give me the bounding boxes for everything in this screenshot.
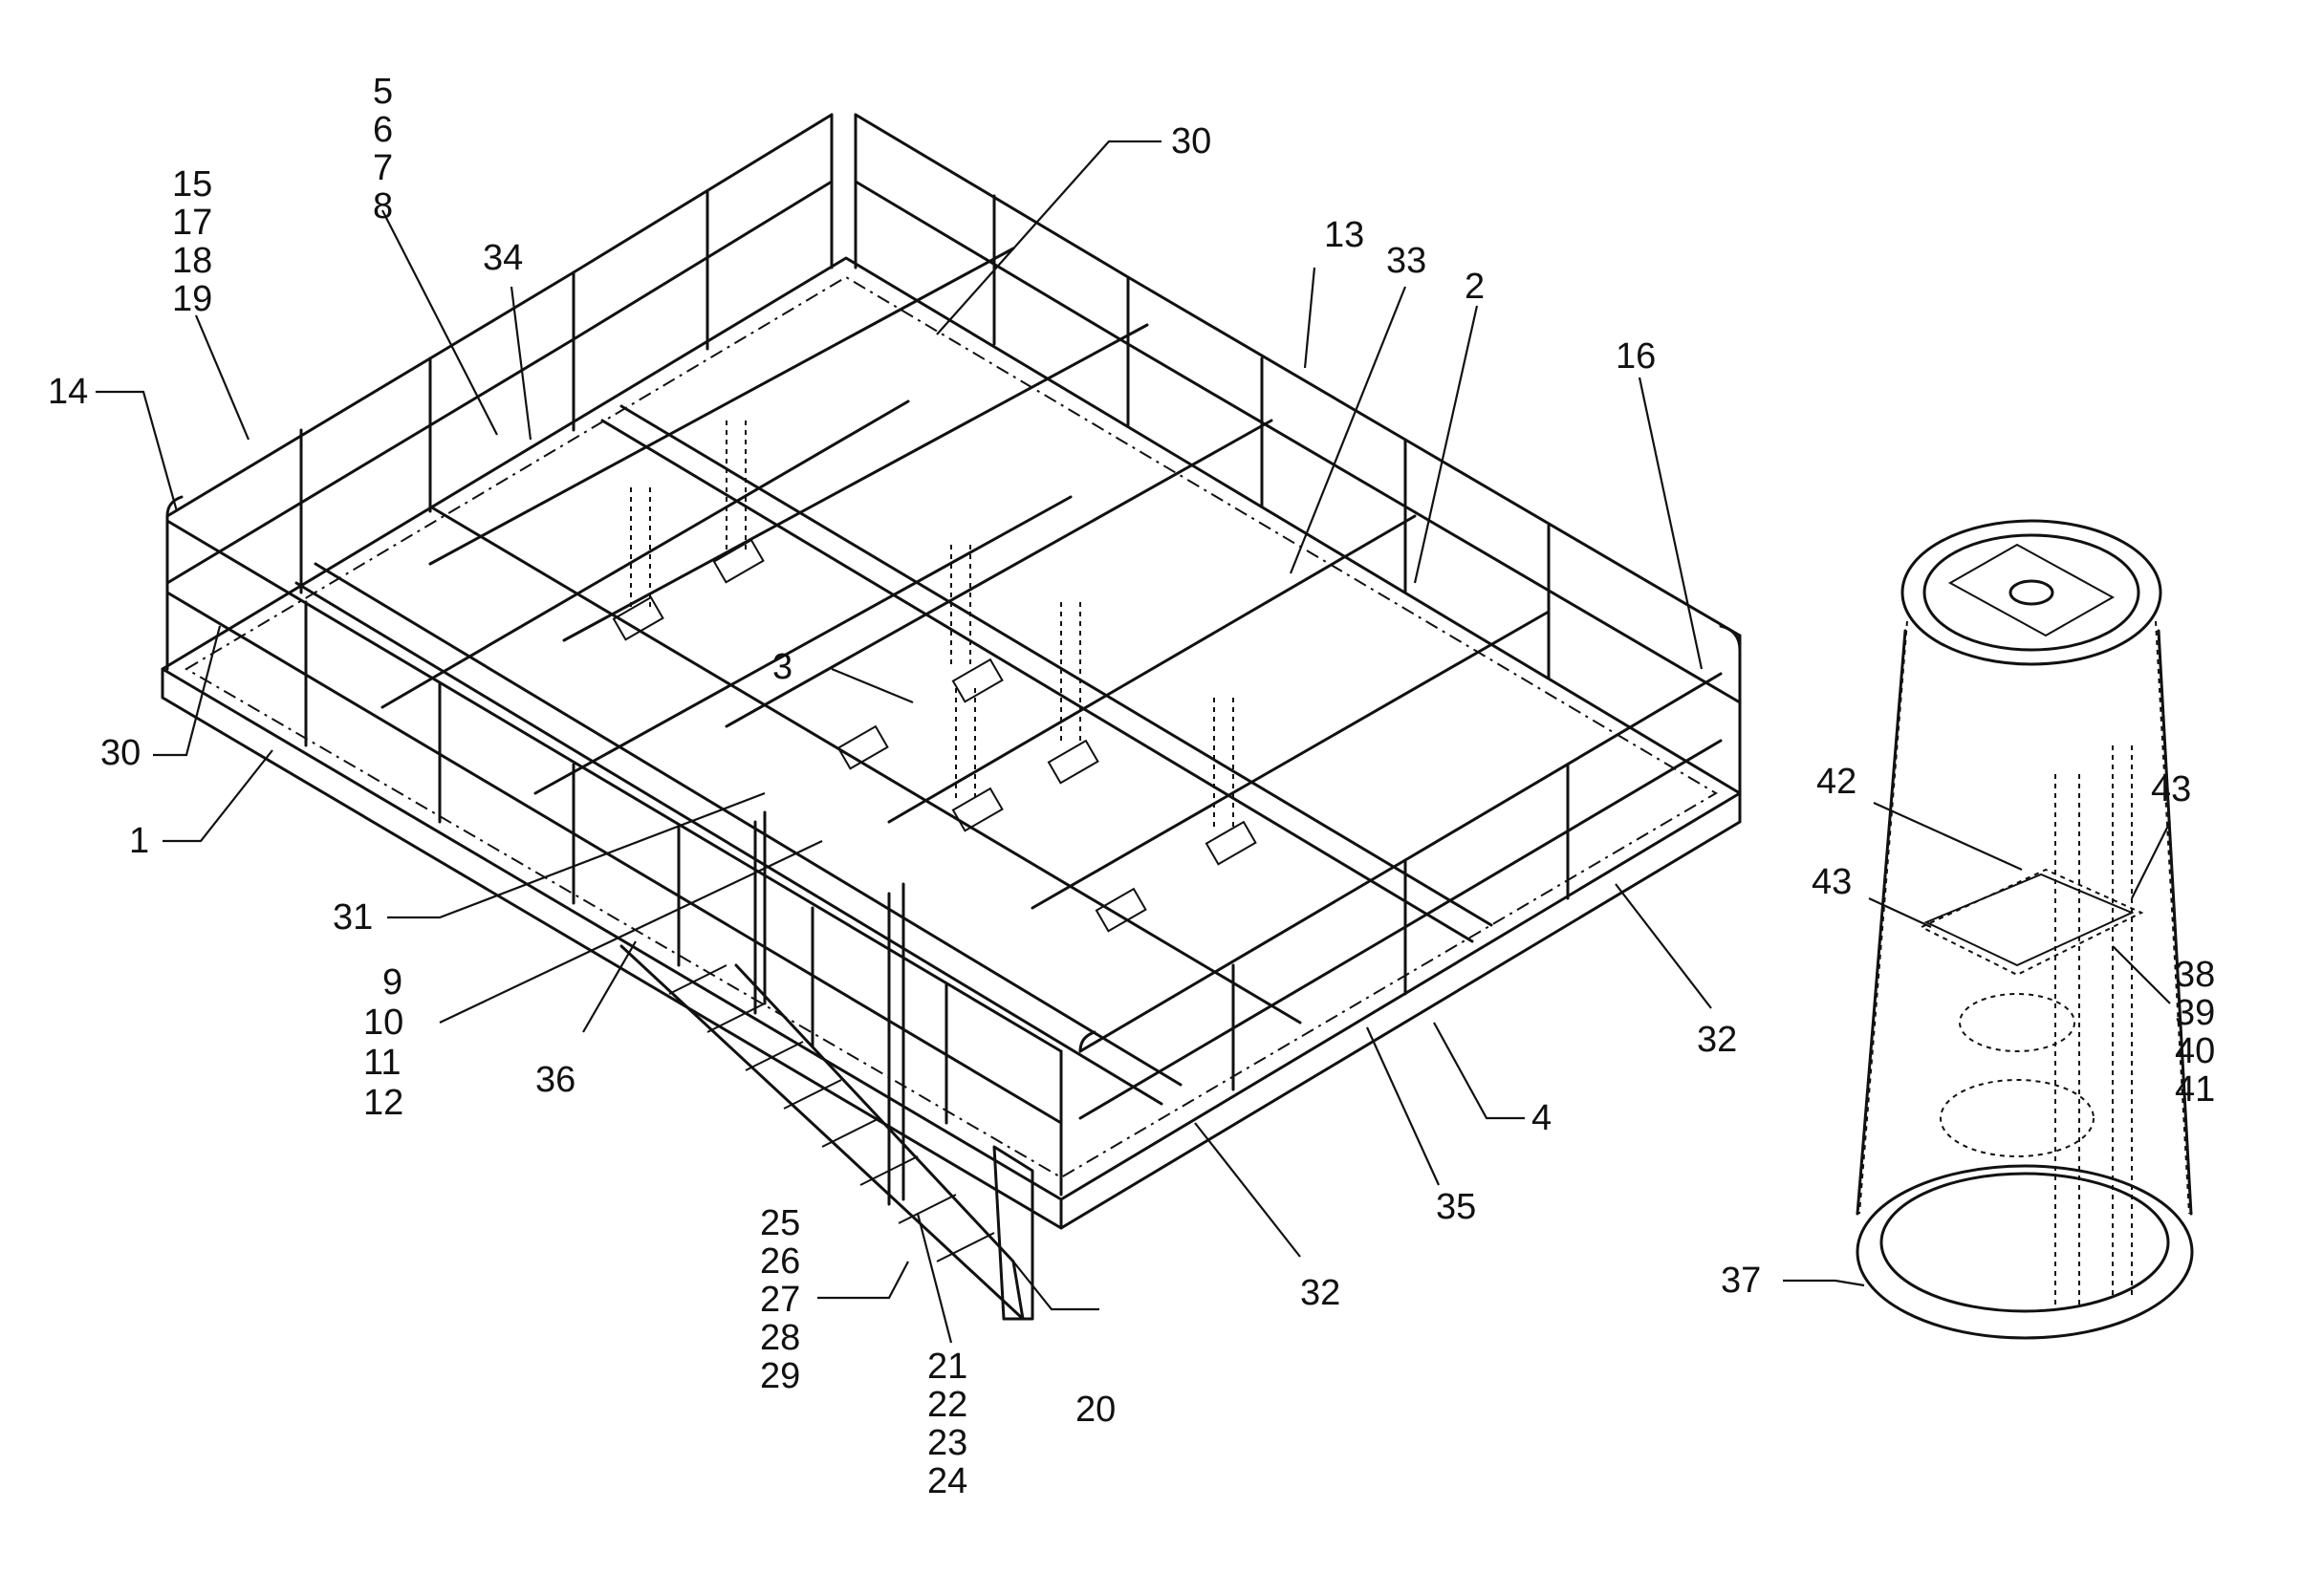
- platform-assembly: [161, 113, 1742, 1321]
- callout-43-right: 43: [2151, 769, 2191, 809]
- tower-top-flange: [1900, 519, 2162, 666]
- callout-30-left: 30: [100, 733, 141, 773]
- callout-16: 16: [1616, 336, 1656, 377]
- callout-37: 37: [1721, 1261, 1761, 1301]
- callout-21-22-23-24: 21 22 23 24: [927, 1347, 978, 1501]
- callout-35: 35: [1436, 1187, 1476, 1227]
- callout-1: 1: [129, 821, 149, 861]
- callout-labels: 5 6 7 8 15 17 18 19 14 34 30 13 33 2 16 …: [48, 72, 2225, 1501]
- deck-inner-line: [185, 275, 1718, 1179]
- callout-42: 42: [1816, 762, 1856, 802]
- callout-14: 14: [48, 372, 88, 412]
- tower-internal-platform: [1919, 868, 2144, 977]
- deck-edge: [161, 667, 1742, 1230]
- leader-lines: [96, 140, 2171, 1344]
- guardrail-front-left: [165, 519, 1063, 1197]
- callout-43-left: 43: [1812, 862, 1852, 902]
- tower-base-flange: [1856, 1164, 2194, 1340]
- callout-32-right: 32: [1697, 1020, 1737, 1060]
- callout-3: 3: [772, 647, 792, 687]
- callout-5-6-7-8: 5 6 7 8: [373, 72, 403, 226]
- guardrail-back-left: [165, 113, 834, 671]
- callout-32-bottom: 32: [1300, 1273, 1340, 1313]
- support-beams: [294, 247, 1551, 1106]
- callout-2: 2: [1465, 267, 1485, 307]
- tower-assembly: [1856, 519, 2194, 1340]
- callout-9-10-11-12: 9 10 11 12: [363, 962, 414, 1123]
- callout-30-top: 30: [1171, 121, 1211, 162]
- guardrail-back-right: [854, 113, 1742, 795]
- callout-36: 36: [535, 1060, 575, 1100]
- guardrail-front-right: [1078, 672, 1723, 1120]
- callout-31: 31: [333, 897, 373, 938]
- stairway: [619, 810, 1034, 1321]
- callout-20: 20: [1075, 1390, 1116, 1430]
- stair-support-post: [992, 1145, 1034, 1321]
- callout-15-17-18-19: 15 17 18 19: [172, 164, 223, 319]
- callout-38-39-40-41: 38 39 40 41: [2175, 955, 2225, 1110]
- mounting-brackets: [612, 421, 1257, 933]
- callout-4: 4: [1531, 1098, 1552, 1138]
- callout-33: 33: [1386, 241, 1426, 281]
- callout-13: 13: [1324, 215, 1364, 255]
- callout-25-26-27-28-29: 25 26 27 28 29: [760, 1203, 811, 1396]
- callout-34: 34: [483, 238, 523, 278]
